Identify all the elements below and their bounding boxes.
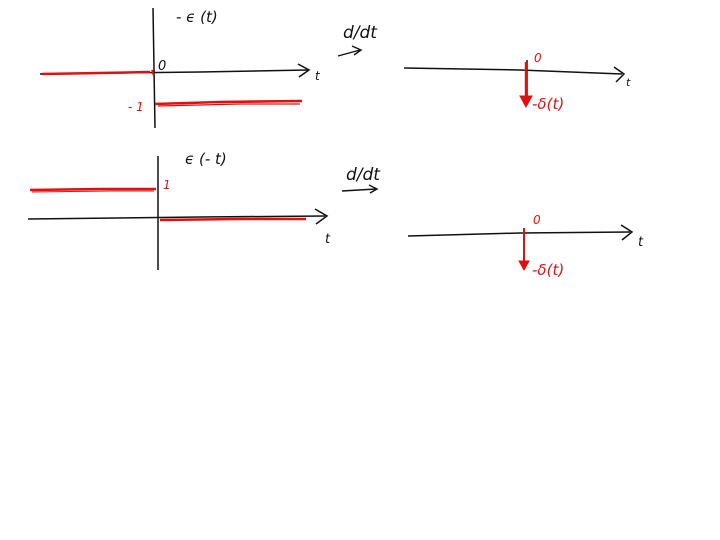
bottom-operator-arrowhead bbox=[368, 184, 379, 194]
bottom-result-axis-arrowhead bbox=[620, 224, 634, 241]
bottom-level-label: 1 bbox=[163, 178, 171, 192]
top-result-time-axis bbox=[403, 67, 623, 75]
top-result-origin-label: 0 bbox=[534, 51, 542, 65]
bottom-time-axis-arrowhead bbox=[314, 208, 329, 225]
bottom-operator-label: d/dt bbox=[346, 165, 381, 185]
top-step-graph: - ϵ (t) 0 t - 1 bbox=[39, 7, 321, 129]
bottom-step-label: ϵ (- t) bbox=[185, 150, 227, 168]
top-negative-level bbox=[154, 99, 303, 106]
bottom-axis-label: t bbox=[325, 232, 331, 247]
bottom-impulse-label: -δ(t) bbox=[532, 261, 564, 279]
bottom-unit-level-scribble bbox=[31, 190, 154, 193]
top-derivative-operator: d/dt bbox=[337, 23, 378, 57]
top-operator-arrow bbox=[337, 49, 361, 57]
top-step-label: - ϵ (t) bbox=[176, 8, 218, 26]
bottom-result-axis-label: t bbox=[638, 235, 644, 250]
top-result-axis-arrowhead bbox=[613, 66, 626, 83]
top-impulse-graph: 0 t -δ(t) bbox=[403, 51, 631, 113]
top-zero-segment bbox=[41, 70, 151, 76]
bottom-derivative-operator: d/dt bbox=[341, 165, 381, 194]
bottom-result-origin-label: 0 bbox=[533, 213, 541, 227]
bottom-operator-arrow bbox=[341, 188, 377, 192]
top-time-axis-arrowhead bbox=[297, 63, 311, 78]
top-operator-arrowhead bbox=[351, 45, 363, 56]
bottom-impulse-arrowhead bbox=[518, 260, 530, 272]
top-jump-mark bbox=[151, 69, 155, 77]
top-origin-label: 0 bbox=[158, 59, 166, 74]
top-level-label: - 1 bbox=[128, 100, 144, 114]
top-axis-label: t bbox=[315, 69, 321, 83]
bottom-step-graph: ϵ (- t) 1 t bbox=[27, 150, 331, 270]
top-result-axis-label: t bbox=[626, 76, 631, 89]
bottom-impulse-graph: 0 t -δ(t) bbox=[407, 213, 644, 279]
bottom-result-time-axis bbox=[407, 231, 631, 237]
top-negative-level-scribble bbox=[157, 103, 300, 107]
top-impulse-label: -δ(t) bbox=[532, 95, 564, 113]
top-vertical-axis bbox=[152, 7, 156, 129]
bottom-unit-level bbox=[29, 187, 156, 192]
bottom-zero-segment bbox=[159, 217, 306, 222]
top-operator-label: d/dt bbox=[343, 23, 378, 43]
bottom-time-axis bbox=[27, 215, 326, 220]
top-impulse-arrowhead bbox=[519, 95, 533, 109]
